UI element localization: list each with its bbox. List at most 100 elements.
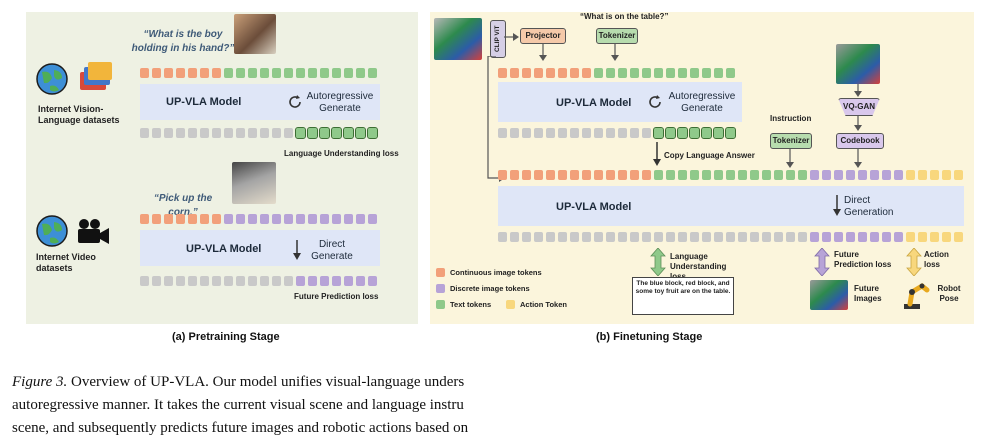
token [882, 232, 891, 242]
globe-icon [36, 63, 68, 95]
copy-arrow-icon [653, 142, 661, 166]
token [260, 128, 269, 138]
token [534, 232, 543, 242]
caption-text-1: Overview of UP-VLA. Our model unifies vi… [71, 374, 465, 390]
token [260, 276, 269, 286]
token [295, 127, 306, 139]
token [319, 127, 330, 139]
model-band-b2 [498, 186, 964, 226]
token [630, 128, 639, 138]
token [582, 68, 591, 78]
tokenizer-box: Tokenizer [596, 28, 638, 44]
token [367, 127, 378, 139]
token [714, 170, 723, 180]
token [260, 68, 269, 78]
token [212, 214, 221, 224]
codebook-box: Codebook [836, 133, 884, 149]
token [738, 232, 747, 242]
token [930, 232, 939, 242]
token [942, 232, 951, 242]
token [546, 232, 555, 242]
token [642, 232, 651, 242]
token [510, 68, 519, 78]
token [558, 128, 567, 138]
language-loss-label-a: Language Understanding loss [284, 149, 399, 158]
answer-text-box: The blue block, red block, and some toy … [632, 277, 734, 315]
token [582, 232, 591, 242]
language-understanding-loss-label-b: Language Understanding loss [670, 252, 727, 281]
token [546, 128, 555, 138]
token [164, 68, 173, 78]
token [188, 68, 197, 78]
token [176, 128, 185, 138]
token [188, 276, 197, 286]
token [558, 68, 567, 78]
down-arrow-icon [833, 195, 841, 216]
token [307, 127, 318, 139]
token [200, 214, 209, 224]
token [320, 214, 329, 224]
token [320, 276, 329, 286]
token [810, 232, 819, 242]
token [236, 68, 245, 78]
token [200, 276, 209, 286]
legend-action-swatch [506, 300, 515, 309]
token [534, 128, 543, 138]
token [858, 170, 867, 180]
double-arrow-purple-icon [814, 248, 830, 276]
token [834, 232, 843, 242]
token [606, 128, 615, 138]
token [522, 128, 531, 138]
action-loss-label: Action loss [924, 250, 949, 269]
token [332, 214, 341, 224]
token [666, 68, 675, 78]
token [930, 170, 939, 180]
token [642, 68, 651, 78]
token [954, 170, 963, 180]
token [188, 214, 197, 224]
token [510, 170, 519, 180]
model-label-a1: UP-VLA Model [166, 96, 242, 108]
token [822, 232, 831, 242]
token [284, 128, 293, 138]
token [570, 170, 579, 180]
token [677, 127, 688, 139]
direct-generation-label: Direct Generation [844, 195, 894, 218]
model-band-a2 [140, 230, 380, 266]
token [498, 128, 507, 138]
token [582, 170, 591, 180]
down-arrow-icon [539, 44, 547, 61]
vision-language-datasets-label: Internet Vision-Language datasets [38, 104, 120, 125]
token [200, 128, 209, 138]
token [713, 127, 724, 139]
token [140, 68, 149, 78]
token [846, 170, 855, 180]
token [152, 68, 161, 78]
token [678, 232, 687, 242]
future-scene-photo [836, 44, 880, 84]
token [498, 232, 507, 242]
token [332, 276, 341, 286]
token [368, 68, 377, 78]
globe-icon [36, 215, 68, 247]
token [236, 276, 245, 286]
arrow-right-icon [504, 33, 519, 41]
token [356, 214, 365, 224]
token [942, 170, 951, 180]
token [200, 68, 209, 78]
legend-continuous-swatch [436, 268, 445, 277]
token [558, 170, 567, 180]
token [534, 68, 543, 78]
autoregressive-label-b: Autoregressive Generate [668, 91, 736, 114]
model-band-a1 [140, 84, 380, 120]
token [236, 128, 245, 138]
token [678, 68, 687, 78]
token [212, 276, 221, 286]
token [689, 127, 700, 139]
pretraining-subcaption: (a) Pretraining Stage [172, 331, 280, 343]
token [140, 214, 149, 224]
token [606, 232, 615, 242]
future-prediction-loss-label-a: Future Prediction loss [294, 292, 379, 301]
token [702, 170, 711, 180]
token [594, 68, 603, 78]
